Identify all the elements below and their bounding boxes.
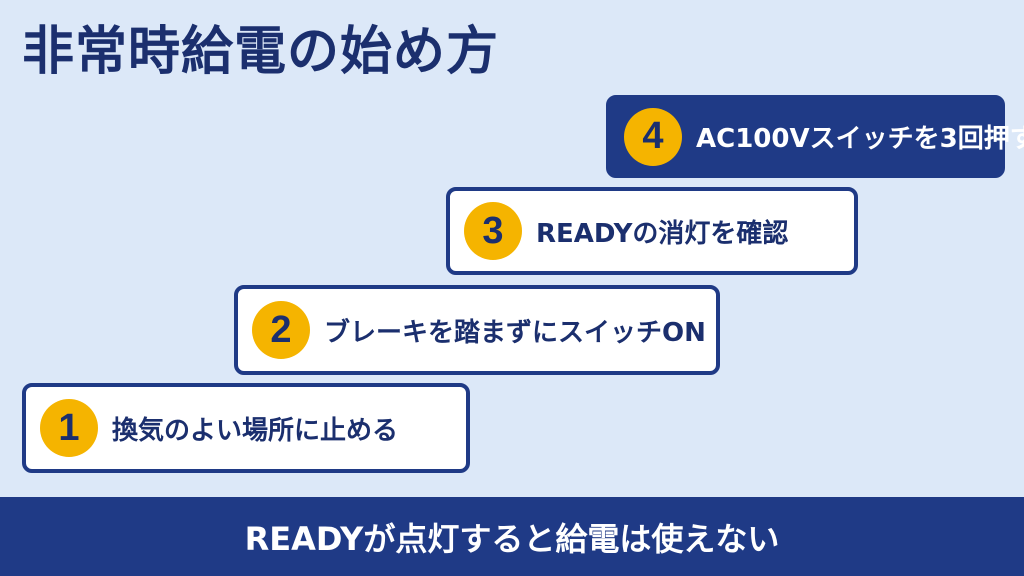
step-number-badge: 4 xyxy=(624,107,682,166)
step-3-card: 3 READYの消灯を確認 xyxy=(446,187,858,275)
step-label: READYの消灯を確認 xyxy=(536,218,789,249)
footer-warning-text: READYが点灯すると給電は使えない xyxy=(244,519,780,558)
step-number-badge: 2 xyxy=(252,301,310,359)
page-title: 非常時給電の始め方 xyxy=(22,22,500,82)
step-4-card: 4 AC100Vスイッチを3回押す xyxy=(606,95,1024,178)
step-number-badge: 3 xyxy=(464,202,522,260)
step-2-card: 2 ブレーキを踏まずにスイッチON xyxy=(234,285,720,375)
footer-banner: READYが点灯すると給電は使えない xyxy=(0,497,1024,576)
step-number-badge: 1 xyxy=(40,399,98,457)
step-1-card: 1 換気のよい場所に止める xyxy=(22,383,470,473)
step-label: ブレーキを踏まずにスイッチON xyxy=(324,317,706,348)
step-label: 換気のよい場所に止める xyxy=(112,415,399,446)
step-label: AC100Vスイッチを3回押す xyxy=(696,124,1024,154)
